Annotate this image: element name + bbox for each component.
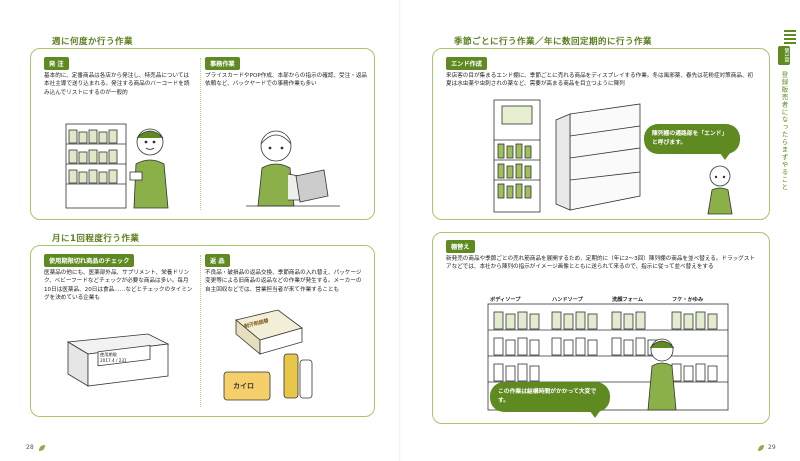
- rearrange-text: 新発売の商品や季節ごとの売れ筋商品を展開するため、定期的に（年に2〜3回）陳列棚…: [446, 256, 755, 271]
- monthly-tasks-box: [30, 245, 375, 417]
- shelf-label-hand-soap: ハンドソープ: [552, 297, 583, 303]
- tag-returns: 返 品: [205, 254, 230, 267]
- shelf-label-body-soap: ボディソープ: [490, 297, 521, 303]
- side-stripes: [784, 30, 796, 46]
- expiry-date-label: 2017.4 / 231: [100, 358, 127, 363]
- tag-expiry-check: 使用期限切れ商品のチェック: [44, 254, 135, 267]
- left-page: 週に何度か行う作業 発 注 基本的に、定番商品は各店から発注し、特売品については…: [26, 37, 375, 451]
- section-title-weekly: 週に何度か行う作業: [52, 37, 134, 47]
- guide-illustration: [707, 165, 733, 215]
- tag-ordering: 発 注: [44, 57, 69, 70]
- expiry-check-text: 医薬品の他にも、医薬部外品、サプリメント、栄養ドリンク、ベビーフードなどチェック…: [44, 270, 193, 302]
- leaf-icon: [758, 445, 764, 451]
- leaf-icon: [39, 445, 45, 451]
- ordering-illustration: [65, 123, 169, 209]
- chapter-title: 登録販売者になったらまずやること: [780, 70, 788, 191]
- rearrange-bubble: この作業は結構時間がかかって大変です。: [490, 382, 610, 418]
- expiry-box-illustration: [66, 333, 170, 387]
- shelf-label-face-wash: 洗顔フォーム: [612, 297, 643, 303]
- tag-office-work: 事務作業: [205, 57, 240, 70]
- office-work-illustration: [246, 130, 340, 207]
- shelf-label-dandruff: フケ・かゆみ: [672, 297, 704, 303]
- chapter-label: 第1章: [778, 46, 790, 65]
- expiry-box-label: 使用期限: [100, 352, 117, 357]
- right-page: 第1章 登録販売者になったらまずやること 季節ごとに行う作業／年に数回定期的に行…: [400, 0, 800, 461]
- returns-text: 不良品・破損品の返品交換、季節商品の入れ替え、パッケージ変更等による旧商品の返品…: [205, 270, 362, 293]
- section-title-monthly: 月に1回程度行う作業: [52, 234, 140, 244]
- returns-bag-label: カイロ: [233, 382, 254, 390]
- tag-rearrange: 棚替え: [446, 240, 475, 253]
- chapter-sidebar: 第1章 登録販売者になったらまずやること: [774, 46, 794, 191]
- ordering-text: 基本的に、定番商品は各店から発注し、特売品については本社主導で送り込まれる。発注…: [44, 73, 190, 96]
- divider: [200, 58, 201, 210]
- section-title-seasonal: 季節ごとに行う作業／年に数回定期的に行う作業: [454, 37, 653, 47]
- page-gutter: [399, 0, 401, 461]
- divider: [200, 255, 201, 407]
- end-display-illustration: [493, 99, 641, 213]
- office-work-text: プライスカードやPOP作成、本部からの指示の確認、受注・返品依頼など、バックヤー…: [205, 73, 368, 88]
- end-display-text: 来店客の目が集まるエンド棚に、季節ごとに売れる商品をディスプレイする作業。冬は風…: [446, 73, 754, 88]
- page-number-left: 28: [26, 444, 34, 451]
- end-display-bubble: 陳列棚の通路部を「エンド」と呼びます。: [644, 124, 740, 160]
- page-number-right: 29: [768, 444, 776, 451]
- tag-end-display: エンド作成: [446, 57, 487, 70]
- returns-illustration: [223, 309, 313, 401]
